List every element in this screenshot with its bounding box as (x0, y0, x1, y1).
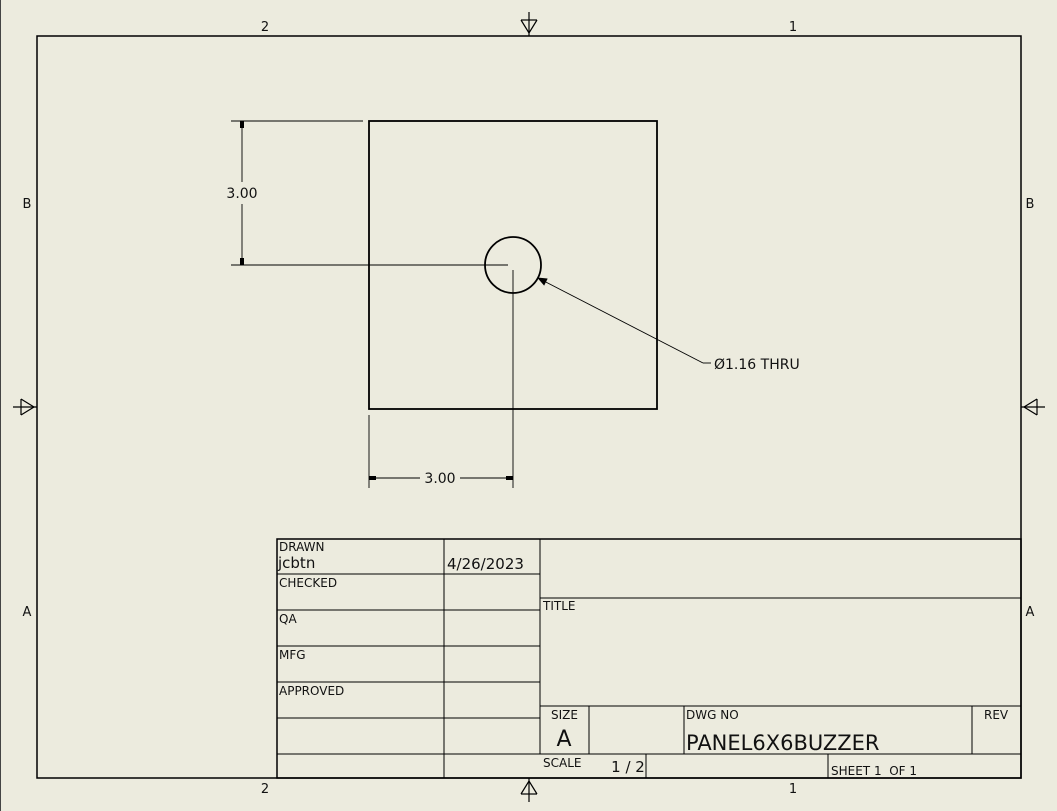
drawn-by-value: jcbtn (277, 554, 315, 572)
zone-label-right-b: B (1026, 197, 1035, 212)
approved-label: APPROVED (279, 684, 344, 698)
drawn-label: DRAWN (279, 540, 325, 554)
sheet-value: SHEET 1 OF 1 (831, 764, 917, 778)
dwg-no-label: DWG NO (686, 708, 739, 722)
horizontal-dimension (368, 270, 514, 488)
dwg-no-value: PANEL6X6BUZZER (686, 731, 880, 755)
zone-label-bottom-left: 2 (261, 782, 269, 797)
zone-label-top-left: 2 (261, 20, 269, 35)
zone-label-top-right: 1 (789, 20, 797, 35)
zone-label-right-a: A (1026, 605, 1035, 620)
checked-label: CHECKED (279, 576, 337, 590)
qa-label: QA (279, 612, 297, 626)
scale-label: SCALE (543, 756, 581, 770)
drawn-date-value: 4/26/2023 (447, 555, 524, 573)
size-value: A (556, 727, 571, 752)
vertical-dimension-value: 3.00 (226, 186, 257, 202)
hole-callout-text: Ø1.16 THRU (714, 357, 800, 373)
centering-mark-bottom (520, 778, 538, 802)
zone-label-left-a: A (23, 605, 32, 620)
rev-label: REV (984, 708, 1009, 722)
scale-value: 1 / 2 (611, 758, 645, 776)
zone-label-bottom-right: 1 (789, 782, 797, 797)
centering-mark-left (13, 398, 37, 416)
sheet-border (36, 35, 1022, 779)
centering-mark-top (520, 12, 538, 36)
title-label: TITLE (542, 599, 575, 613)
mfg-label: MFG (279, 648, 306, 662)
hole-callout-leader (537, 277, 711, 364)
zone-label-left-b: B (23, 197, 32, 212)
size-label: SIZE (551, 708, 578, 722)
centering-mark-right (1021, 398, 1045, 416)
title-block (276, 538, 1022, 779)
horizontal-dimension-value: 3.00 (424, 471, 455, 487)
vertical-dimension (231, 120, 508, 266)
